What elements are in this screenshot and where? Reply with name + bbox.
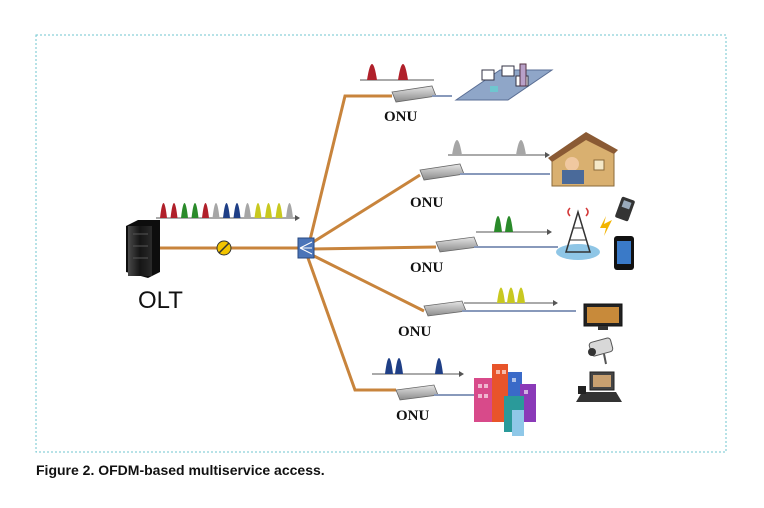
olt-subcarrier-gray (212, 203, 220, 218)
figure-caption: Figure 2. OFDM-based multiservice access… (36, 462, 325, 478)
video-phone-icon (576, 371, 622, 402)
olt-subcarrier-yellow (265, 203, 272, 218)
fiber-links (160, 94, 437, 392)
onu-label: ONU (398, 324, 432, 340)
figure-frame (35, 34, 727, 453)
olt-label: OLT (138, 287, 183, 314)
security-camera-icon (588, 337, 614, 365)
olt-subcarrier-yellow (275, 203, 283, 218)
olt-subcarrier-gray (244, 203, 251, 218)
branch-2-subcarrier (452, 140, 462, 155)
mobile-phone-icon (615, 196, 635, 222)
branch-2-subcarrier (516, 140, 526, 155)
house-icon (548, 132, 618, 187)
onu-label: ONU (396, 408, 430, 424)
branch-3-subcarrier (494, 216, 502, 232)
branch-1-spectrum (360, 64, 434, 81)
olt-subcarrier-blue (223, 203, 230, 218)
branch-4-subcarrier (507, 287, 515, 303)
fiber-connector-icon (216, 240, 232, 256)
olt-subcarrier-red (160, 203, 167, 218)
olt-subcarrier-red (170, 203, 178, 218)
branch-2-spectrum (448, 140, 550, 158)
onu-device-icon (395, 384, 474, 401)
olt-subcarrier-gray (286, 203, 293, 218)
branch-5-spectrum (372, 358, 464, 377)
office-buildings-icon (474, 364, 536, 436)
olt-subcarrier-green (191, 203, 199, 218)
onu-device-icon (391, 85, 452, 103)
branch-4-subcarrier (517, 287, 525, 303)
olt-subcarrier-blue (233, 203, 241, 218)
fiber-branch-5 (306, 257, 396, 392)
fiber-branch-2 (309, 173, 421, 246)
cell-tower-icon (556, 207, 612, 260)
optical-splitter-icon (297, 237, 315, 259)
olt-spectrum (156, 203, 300, 221)
branch-1-subcarrier (398, 64, 408, 80)
branch-5-subcarrier (385, 358, 393, 374)
onu-label: ONU (410, 260, 444, 276)
olt-spectrum-peaks (160, 203, 293, 218)
onu-label: ONU (384, 109, 418, 125)
branch-3-subcarrier (505, 216, 513, 232)
smartphone-icon (614, 236, 634, 270)
branch-4-spectrum (464, 287, 558, 306)
onu-device-icon (435, 236, 558, 253)
branch-5-subcarrier (435, 358, 443, 374)
fiber-branch-1 (308, 94, 392, 241)
olt-subcarrier-red (202, 203, 209, 218)
olt-subcarrier-yellow (254, 203, 262, 218)
branch-1-subcarrier (367, 64, 377, 80)
olt-rack-icon (126, 220, 160, 278)
branch-4-subcarrier (497, 287, 505, 303)
onu-device-icon (423, 300, 576, 317)
tv-monitor-icon (583, 303, 623, 330)
branch-5-subcarrier (395, 358, 403, 374)
olt-subcarrier-green (181, 203, 188, 218)
onu-label: ONU (410, 195, 444, 211)
onu-device-icon (419, 163, 550, 181)
branch-3-spectrum (476, 216, 552, 235)
computer-network-icon (454, 63, 554, 101)
fiber-branch-4 (309, 252, 425, 313)
fiber-branch-3 (311, 245, 437, 251)
